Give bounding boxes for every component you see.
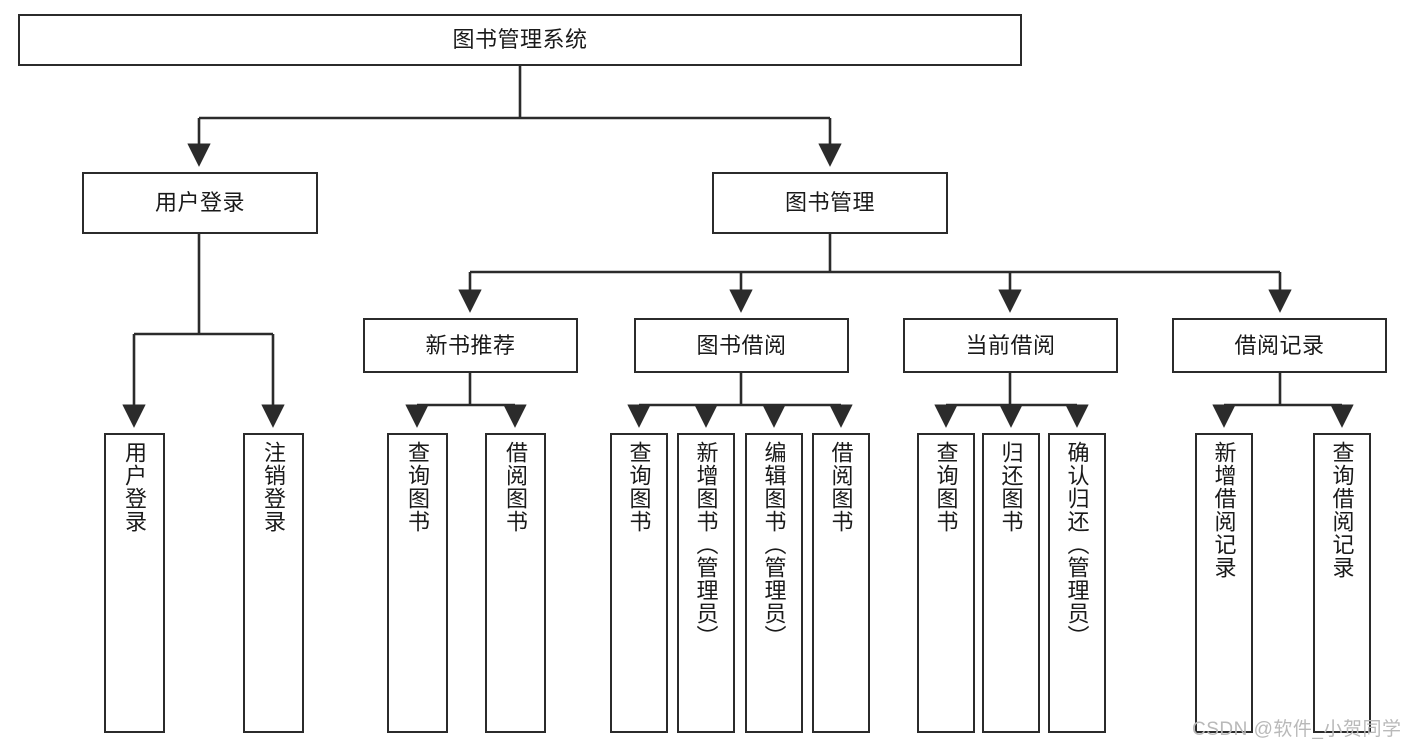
node-leaf-query-book-2[interactable]: 查询图书 [610, 433, 668, 733]
node-new-book-recommend-label: 新书推荐 [425, 332, 516, 358]
node-leaf-add-record-label: 新增借阅记录 [1211, 441, 1237, 579]
node-leaf-edit-book[interactable]: 编辑图书（管理员） [745, 433, 803, 733]
node-leaf-borrow-book-1[interactable]: 借阅图书 [485, 433, 546, 733]
node-book-manage-label: 图书管理 [784, 190, 875, 216]
node-user-login[interactable]: 用户登录 [82, 172, 318, 234]
node-leaf-query-record-label: 查询借阅记录 [1329, 441, 1355, 579]
node-leaf-query-book-3[interactable]: 查询图书 [917, 433, 975, 733]
node-current-borrow[interactable]: 当前借阅 [903, 318, 1118, 373]
node-user-login-label: 用户登录 [154, 190, 245, 216]
node-leaf-logout[interactable]: 注销登录 [243, 433, 304, 733]
node-leaf-add-record[interactable]: 新增借阅记录 [1195, 433, 1253, 733]
node-borrow-record[interactable]: 借阅记录 [1172, 318, 1387, 373]
node-leaf-confirm-return[interactable]: 确认归还（管理员） [1048, 433, 1106, 733]
node-leaf-query-book-2-label: 查询图书 [626, 441, 652, 533]
node-leaf-borrow-book-1-label: 借阅图书 [503, 441, 529, 533]
node-borrow-record-label: 借阅记录 [1234, 332, 1325, 358]
node-leaf-user-login[interactable]: 用户登录 [104, 433, 165, 733]
node-leaf-logout-label: 注销登录 [261, 441, 287, 533]
node-leaf-query-book-1[interactable]: 查询图书 [387, 433, 448, 733]
node-leaf-borrow-book-2[interactable]: 借阅图书 [812, 433, 870, 733]
csdn-watermark: CSDN @软件_小贺同学 [1192, 719, 1402, 740]
node-leaf-borrow-book-2-label: 借阅图书 [828, 441, 854, 533]
node-leaf-add-book[interactable]: 新增图书（管理员） [677, 433, 735, 733]
node-book-borrow-label: 图书借阅 [696, 332, 787, 358]
node-current-borrow-label: 当前借阅 [965, 332, 1056, 358]
node-new-book-recommend[interactable]: 新书推荐 [363, 318, 578, 373]
node-root-label: 图书管理系统 [452, 27, 588, 53]
node-leaf-return-book-label: 归还图书 [998, 441, 1024, 533]
node-root[interactable]: 图书管理系统 [18, 14, 1022, 66]
node-leaf-edit-book-label: 编辑图书（管理员） [761, 441, 787, 648]
node-book-manage[interactable]: 图书管理 [712, 172, 948, 234]
node-leaf-query-record[interactable]: 查询借阅记录 [1313, 433, 1371, 733]
node-leaf-query-book-3-label: 查询图书 [933, 441, 959, 533]
node-leaf-add-book-label: 新增图书（管理员） [693, 441, 719, 648]
node-book-borrow[interactable]: 图书借阅 [634, 318, 849, 373]
node-leaf-user-login-label: 用户登录 [122, 441, 148, 533]
node-leaf-query-book-1-label: 查询图书 [405, 441, 431, 533]
node-leaf-return-book[interactable]: 归还图书 [982, 433, 1040, 733]
node-leaf-confirm-return-label: 确认归还（管理员） [1064, 441, 1090, 648]
